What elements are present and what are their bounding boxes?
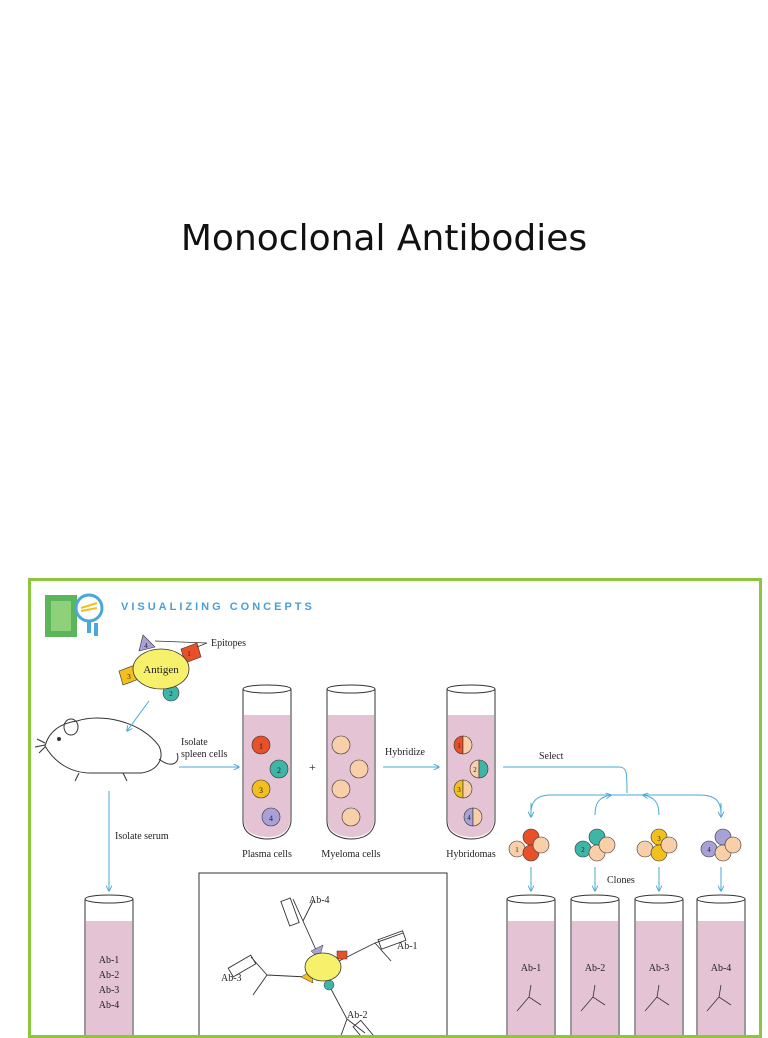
- monoclonal-diagram: VISUALIZING CONCEPTS Antigen 4 1 3 2 Epi…: [34, 593, 746, 1035]
- hybridoma-2: 2: [473, 766, 477, 774]
- clone-cluster-3-number: 3: [657, 835, 661, 843]
- polyclonal-inset: Ab-4 Ab-1 Ab-3 Ab-2: [198, 872, 448, 1035]
- clone-tube-1-label: Ab-1: [521, 963, 542, 974]
- hybridoma-4: 4: [467, 814, 471, 822]
- plus-sign: +: [309, 760, 316, 774]
- clone-cluster-4-number: 4: [707, 846, 711, 854]
- mouse-illustration: [34, 717, 179, 782]
- plasma-1: 1: [259, 742, 263, 751]
- isolate-spleen-label-2: spleen cells: [181, 749, 227, 760]
- clone-tube-2: Ab-2: [570, 894, 620, 1035]
- antigen: Antigen 4 1 3 2: [118, 634, 202, 702]
- serum-ab-3: Ab-3: [99, 985, 120, 996]
- epitope-1-number: 1: [187, 650, 191, 658]
- plasma-3: 3: [259, 786, 263, 795]
- inset-ab-3: Ab-3: [221, 973, 242, 984]
- clone-tube-3-label: Ab-3: [649, 963, 670, 974]
- clone-tube-4: Ab-4: [696, 894, 746, 1035]
- serum-tube: Ab-1 Ab-2 Ab-3 Ab-4: [84, 894, 134, 1035]
- epitopes-label: Epitopes: [211, 638, 246, 649]
- visualizing-concepts-header: VISUALIZING CONCEPTS: [121, 601, 315, 613]
- clone-cluster-1-number: 1: [515, 846, 519, 854]
- epitope-2-number: 2: [169, 690, 173, 698]
- serum-ab-4: Ab-4: [99, 1000, 120, 1011]
- clone-cluster-4: 4: [700, 828, 742, 862]
- clone-tube-1: Ab-1: [506, 894, 556, 1035]
- plasma-cells-label: Plasma cells: [242, 849, 292, 860]
- plasma-cells-tube: 1 2 3 4: [242, 684, 292, 840]
- hybridomas-tube: 1 2 3 4: [446, 684, 496, 840]
- hybridoma-3: 3: [457, 786, 461, 794]
- epitope-4-number: 4: [144, 642, 148, 650]
- figure-panel: VISUALIZING CONCEPTS Antigen 4 1 3 2 Epi…: [28, 578, 762, 1038]
- hybridize-label: Hybridize: [385, 747, 426, 758]
- inset-ab-1: Ab-1: [397, 941, 418, 952]
- select-label: Select: [539, 751, 564, 762]
- isolate-spleen-label-1: Isolate: [181, 737, 208, 748]
- epitope-3-number: 3: [127, 673, 131, 681]
- hybridomas-label: Hybridomas: [446, 849, 496, 860]
- hybridoma-1: 1: [457, 742, 461, 750]
- clone-cluster-1: 1: [508, 828, 550, 862]
- clone-tube-4-label: Ab-4: [711, 963, 732, 974]
- clone-cluster-2: 2: [574, 828, 616, 862]
- plasma-4: 4: [269, 814, 273, 823]
- myeloma-cells-tube: [326, 684, 376, 840]
- clones-label: Clones: [607, 875, 635, 886]
- serum-ab-1: Ab-1: [99, 955, 120, 966]
- clone-tube-3: Ab-3: [634, 894, 684, 1035]
- isolate-serum-label: Isolate serum: [115, 831, 169, 842]
- clone-cluster-3: 3: [636, 828, 678, 862]
- serum-ab-2: Ab-2: [99, 970, 120, 981]
- slide-title: Monoclonal Antibodies: [180, 218, 588, 259]
- myeloma-cells-label: Myeloma cells: [321, 849, 380, 860]
- plasma-2: 2: [277, 766, 281, 775]
- antigen-label: Antigen: [143, 664, 179, 676]
- clone-tube-2-label: Ab-2: [585, 963, 606, 974]
- inset-ab-2: Ab-2: [347, 1010, 368, 1021]
- inset-ab-4: Ab-4: [309, 895, 330, 906]
- visualizing-concepts-logo: [45, 593, 104, 637]
- clone-cluster-2-number: 2: [581, 846, 585, 854]
